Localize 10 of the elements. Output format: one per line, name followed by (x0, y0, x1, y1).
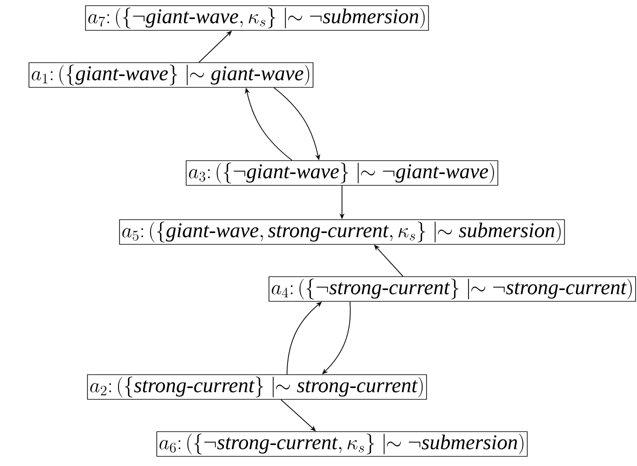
arrow (286, 302, 322, 375)
argument-box: $a_3\colon (\{\neg \textit{giant-wave}\} \mathrel{|\!\!\sim} \neg \textit{giant-wave})$ (186, 160, 498, 186)
argument-box: $a_2\colon (\{\textit{strong-current}\} \mathrel{|\!\!\sim} \textit{strong-current})$ (87, 374, 427, 400)
argument-box: $a_1\colon (\{\textit{giant-wave}\} \mathrel{|\!\!\sim} \textit{giant-wave})$ (28, 62, 314, 88)
argument-box: $a_5\colon (\{\textit{giant-wave}, \textit{strong-current}, \kappa_s\} \mathrel{|\!\!\sim} \textit{submersion})$ (119, 219, 565, 245)
arrow (198, 30, 232, 63)
argument-box: $a_7\colon (\{\neg \textit{giant-wave}, \kappa_s\} \mathrel{|\!\!\sim} \neg \textit{submersion})$ (85, 5, 429, 31)
arrow (280, 399, 316, 432)
argument-box: $a_4\colon (\{\neg \textit{strong-current}\} \mathrel{|\!\!\sim} \neg \textit{strong-current})$ (268, 276, 636, 302)
argument-box: $a_6\colon (\{\neg \textit{strong-current}, \kappa_s\} \mathrel{|\!\!\sim} \neg \textit{submersion})$ (156, 431, 528, 457)
